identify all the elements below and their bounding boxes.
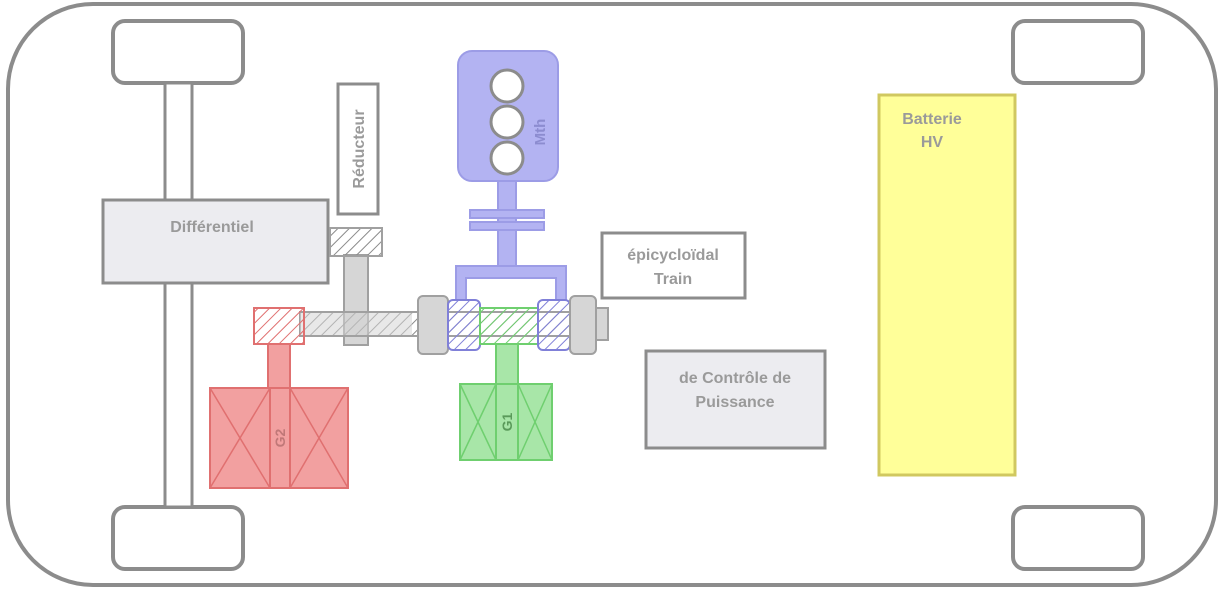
control-label-line1: de Contrôle de bbox=[679, 370, 791, 387]
battery-label-line2: HV bbox=[921, 134, 944, 151]
wheel-front-left bbox=[111, 19, 245, 85]
planet-gear-left bbox=[447, 299, 481, 351]
sun-gear bbox=[479, 307, 539, 345]
wheel-front-right bbox=[1011, 19, 1145, 85]
differentiel-box bbox=[101, 198, 330, 285]
reducteur-box bbox=[336, 82, 380, 216]
train-label-line2: Train bbox=[654, 271, 692, 288]
wheel-rear-left bbox=[111, 505, 245, 571]
train-box bbox=[600, 231, 747, 300]
g2-label: G2 bbox=[272, 428, 288, 447]
reducteur-gear bbox=[329, 227, 383, 257]
engine-flywheel-2 bbox=[469, 221, 545, 231]
planet-gear-right bbox=[537, 299, 571, 351]
axle bbox=[163, 81, 194, 509]
battery-label-line1: Batterie bbox=[902, 111, 962, 128]
g2-gear bbox=[253, 307, 305, 345]
main-shaft-plain bbox=[300, 313, 412, 335]
engine-label: Mth bbox=[532, 119, 549, 146]
g1-shaft bbox=[495, 343, 519, 385]
battery-box bbox=[877, 93, 1017, 477]
engine-cylinder-3 bbox=[489, 140, 525, 176]
differentiel-label: Différentiel bbox=[170, 219, 254, 236]
g1-label: G1 bbox=[499, 412, 515, 431]
reducteur-label: Réducteur bbox=[351, 109, 368, 188]
engine-cylinder-1 bbox=[489, 68, 525, 104]
g2-shaft bbox=[267, 343, 291, 389]
ring-gear-left bbox=[417, 295, 449, 355]
train-label-line1: épicycloïdal bbox=[627, 247, 719, 264]
shaft-end bbox=[595, 307, 609, 341]
engine-cylinder-2 bbox=[489, 104, 525, 140]
ring-gear-right bbox=[569, 295, 597, 355]
control-box bbox=[644, 349, 827, 450]
engine-flywheel bbox=[469, 209, 545, 219]
wheel-rear-right bbox=[1011, 505, 1145, 571]
control-label-line2: Puissance bbox=[695, 394, 774, 411]
